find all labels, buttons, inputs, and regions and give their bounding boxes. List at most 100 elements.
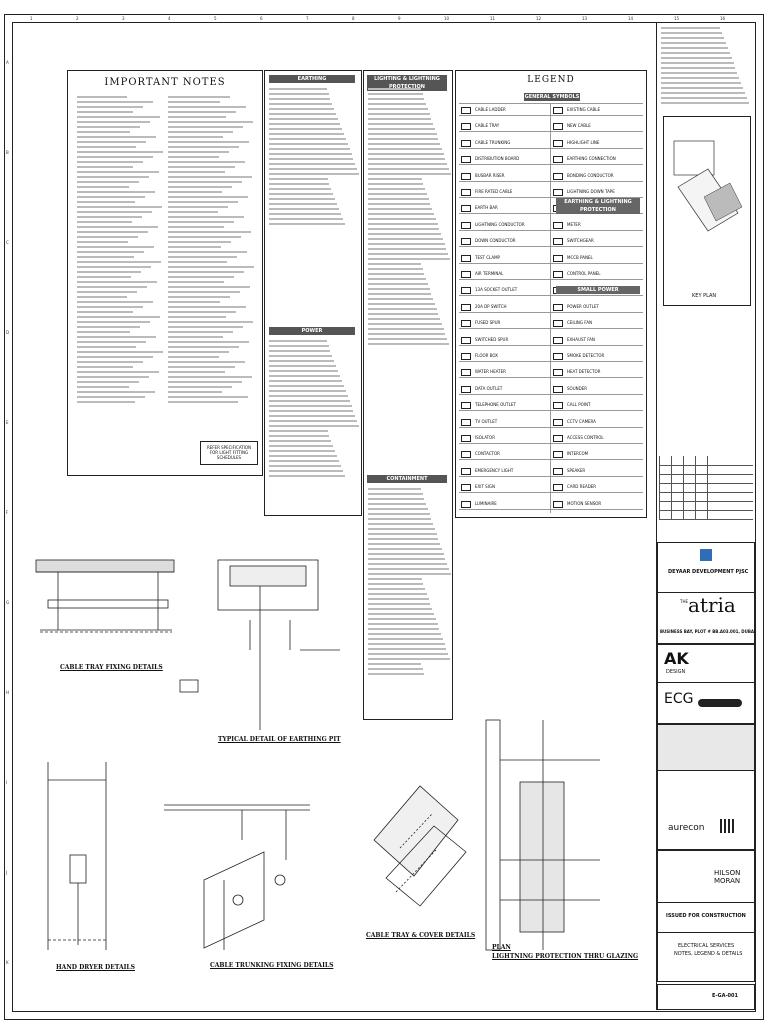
architect-box: AK DESIGN (657, 644, 755, 684)
legend-label: DISTRIBUTION BOARD (475, 156, 520, 162)
grid-number: 3 (122, 16, 125, 21)
drawing-title-box: ELECTRICAL SERVICES NOTES, LEGEND & DETA… (657, 932, 755, 982)
outer-border (4, 14, 764, 1020)
revision-row (659, 483, 753, 493)
project-box: THE atria BUSINESS BAY, PLOT # BB.A03.00… (657, 592, 756, 644)
legend-row: CABLE TRAY NEW CABLE (459, 120, 643, 133)
legend-label: CEILING FAN (567, 320, 592, 326)
project-name: atria (688, 593, 736, 617)
grid-letter: D (6, 330, 10, 335)
grid-letter: B (6, 150, 9, 155)
legend-label: CABLE TRAY (475, 123, 500, 129)
legend-label: CONTROL PANEL (567, 271, 601, 276)
project-prefix: THE (680, 599, 688, 604)
legend-symbol-icon (553, 385, 563, 393)
legend-label: EMERGENCY LIGHT (475, 467, 514, 473)
legend-symbol-icon (461, 435, 471, 442)
legend-label: LIGHTNING DOWN TAPE (567, 189, 615, 194)
grid-number: 1 (30, 16, 33, 21)
legend-row: EXIT SIGN CARD READER (459, 481, 643, 494)
legend-symbol-icon (461, 221, 471, 229)
legend-symbol-icon (461, 254, 471, 262)
grid-letter: K (6, 960, 9, 965)
legend-label: NEW CABLE (567, 123, 591, 129)
legend-label: CABLE LADDER (475, 107, 506, 112)
hilson-moran-logo: HILSON MORAN (714, 869, 741, 885)
containment-notes (364, 485, 452, 715)
drawing-title-line1: ELECTRICAL SERVICES (678, 943, 735, 949)
grid-letter: G (6, 600, 10, 605)
legend-symbol-icon (553, 172, 563, 180)
legend-symbol-icon (461, 451, 471, 459)
legend-label: CARD READER (567, 484, 597, 490)
legend-label: FUSED SPUR (475, 320, 501, 326)
key-plan-drawing (673, 140, 743, 232)
earthing-header: EARTHING (269, 75, 355, 83)
title-block: KEY PLAN DEYAAR DEVELOPMENT PJSC THE atr… (656, 22, 756, 1010)
legend-label: METER (567, 221, 581, 227)
legend-divider (550, 103, 551, 513)
qr-code-icon (720, 819, 734, 833)
caption-cable-tray-cover: CABLE TRAY & COVER DETAILS (366, 932, 476, 939)
legend-section-general: GENERAL SYMBOLS (524, 93, 580, 101)
caption-plan: PLAN (492, 944, 511, 951)
legend-label: AIR TERMINAL (475, 271, 504, 276)
notes-column (74, 93, 165, 441)
legend-symbol-icon (461, 238, 471, 246)
legend-symbol-icon (553, 221, 563, 229)
legend-symbol-icon (553, 303, 563, 311)
caption-hand-dryer: HAND DRYER DETAILS (56, 964, 135, 971)
legend-symbol-icon (553, 418, 563, 426)
grid-letter: F (6, 510, 9, 515)
grid-letter: E (6, 420, 9, 425)
legend-symbol-icon (461, 287, 471, 295)
legend-label: SMOKE DETECTOR (567, 353, 605, 358)
legend-symbol-icon (553, 156, 563, 164)
grid-letter: A (6, 60, 9, 65)
legend-label: DOWN CONDUCTOR (475, 238, 516, 244)
legend-label: EXIT SIGN (475, 484, 495, 490)
caption-lightning-glazing: LIGHTNING PROTECTION THRU GLAZING (492, 953, 639, 960)
grid-number: 8 (352, 16, 355, 21)
legend-label: HIGHLIGHT LINE (567, 139, 600, 145)
revision-row (659, 492, 753, 502)
legend-symbol-icon (553, 500, 563, 508)
legend-title: LEGEND (527, 75, 575, 85)
legend-symbol-icon (461, 369, 471, 377)
legend-symbol-icon (461, 189, 471, 196)
earthing-notes (265, 85, 361, 253)
grid-number: 11 (490, 16, 496, 21)
legend-label: TELEPHONE OUTLET (475, 402, 516, 408)
legend-symbol-icon (461, 500, 471, 508)
legend-symbol-icon (553, 336, 563, 344)
legend-label: WATER HEATER (475, 369, 506, 375)
legend-symbol-icon (461, 467, 471, 475)
legend-label: HEAT DETECTOR (567, 369, 601, 375)
legend-label: TEST CLAMP (475, 254, 500, 260)
legend-symbol-icon (553, 189, 563, 196)
status-box: ISSUED FOR CONSTRUCTION (657, 902, 755, 934)
legend-label: SOUNDER (567, 385, 587, 391)
notes-text-columns (74, 93, 256, 441)
ecg-logo: ECG (664, 691, 694, 707)
legend-label: INTERCOM (567, 451, 589, 457)
lighting-containment-panel: LIGHTING & LIGHTNING PROTECTION CONTAINM… (363, 70, 453, 720)
grid-number: 6 (260, 16, 263, 21)
legend-symbol-icon (461, 205, 471, 213)
revision-table (659, 456, 753, 520)
grid-number: 7 (306, 16, 309, 21)
legend-label: EARTHING CONNECTION (567, 156, 616, 162)
important-notes-title: IMPORTANT NOTES (104, 77, 226, 88)
legend-label: ACCESS CONTROL (567, 435, 604, 440)
legend-label: SWITCHED SPUR (475, 336, 509, 342)
legend-label: MCCB PANEL (567, 254, 593, 260)
legend-symbol-icon (553, 107, 563, 114)
grid-number: 13 (582, 16, 588, 21)
